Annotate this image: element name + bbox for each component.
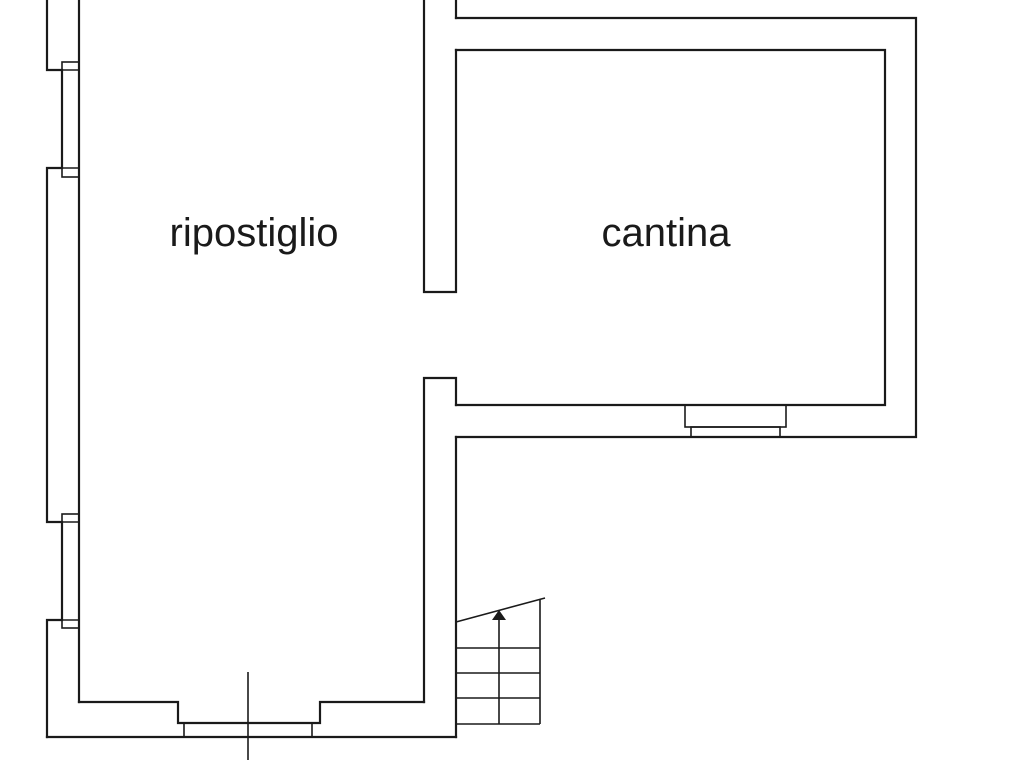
- cantina-walls: [454, 16, 918, 439]
- window-cantina-sill: [690, 426, 781, 438]
- cantina-inner: [454, 48, 887, 407]
- partition-wall-upper: [422, 0, 458, 294]
- west-wall: [45, 0, 81, 739]
- window-cantina-south: [684, 404, 787, 438]
- window-west-upper: [61, 61, 80, 178]
- window-west-upper-frame: [61, 61, 80, 178]
- window-west-lower-frame: [61, 513, 80, 629]
- window-cantina-frame: [684, 404, 787, 428]
- partition-wall-lower: [422, 376, 458, 739]
- staircase: [455, 597, 546, 725]
- cantina-outer: [454, 16, 918, 439]
- window-west-lower: [61, 513, 80, 629]
- room-label-ripostiglio: ripostiglio: [170, 211, 339, 255]
- south-wall: [45, 672, 458, 760]
- south-wall-inner: [77, 700, 426, 725]
- west-wall-outer: [45, 0, 64, 739]
- arrow-up-icon: [492, 610, 506, 620]
- room-label-cantina: cantina: [602, 211, 732, 255]
